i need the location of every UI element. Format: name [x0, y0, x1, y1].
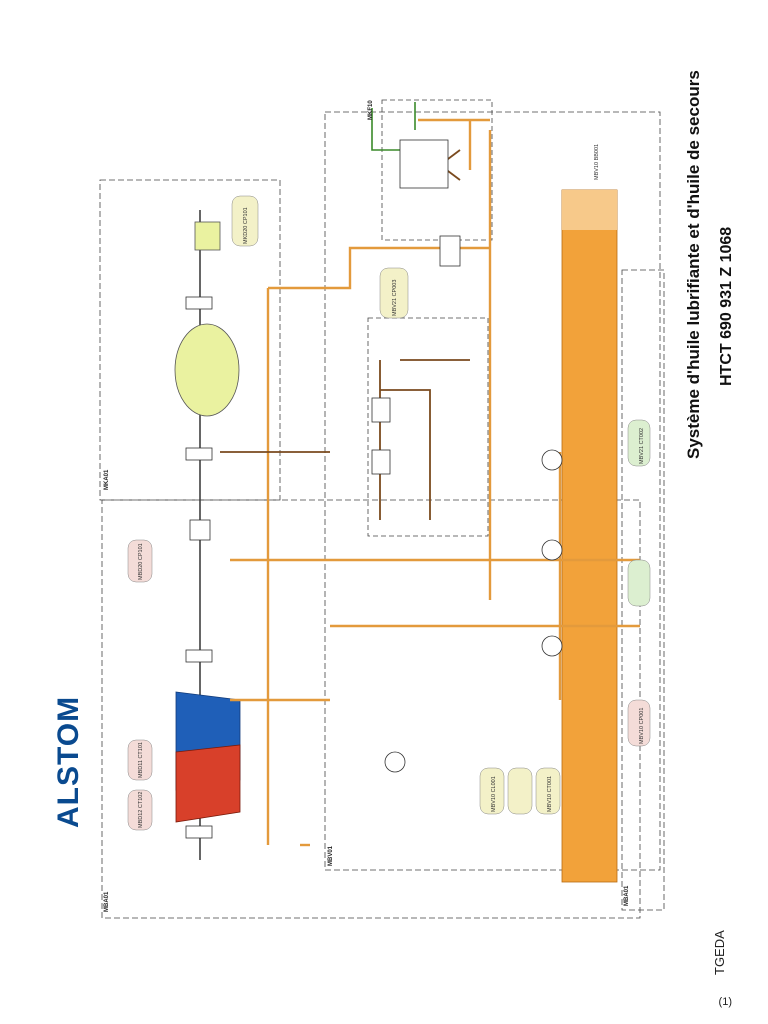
pump-1	[541, 449, 563, 471]
tag-text-mbv10-cp: MBV10 CP001	[639, 708, 645, 744]
pumps	[384, 449, 563, 773]
motor-pump-aux	[384, 751, 406, 773]
tag-pp-mbv21	[379, 267, 409, 319]
cooler-block-outline	[381, 99, 493, 241]
filter-2	[371, 449, 391, 475]
tag-pp-mbd20	[127, 539, 153, 583]
tag-text-mbv10-cl: MBV10 CL001	[491, 776, 497, 812]
tag-la-mbv10	[479, 767, 505, 815]
lube-oil-supply-lines	[230, 118, 640, 847]
bearing-compressor	[185, 649, 213, 663]
oil-tank	[561, 189, 618, 883]
tag-ps-b	[627, 559, 651, 607]
generator-rotor	[174, 323, 240, 417]
block-title-gas-turbine: MBA01	[104, 891, 110, 912]
block-title-auxiliaries: MBV01	[328, 845, 334, 866]
bearing-gen-de	[185, 447, 213, 461]
pump-2	[541, 539, 563, 561]
oil-cooler	[399, 139, 449, 189]
return-filter-a	[380, 389, 431, 520]
filter-1	[371, 397, 391, 423]
tag-text-pp-mkd20: MKD20 CP101	[243, 207, 249, 244]
instrument-tags	[127, 195, 651, 831]
tag-text-mbv21-ct: MBV21 CT002	[639, 428, 645, 464]
tag-tsa-mbv10	[507, 767, 533, 815]
tag-text-pp-mbd20: MBD20 CP101	[138, 543, 144, 580]
block-title-control-valve: MBA01	[624, 885, 630, 906]
control-valve-block-outline	[621, 269, 665, 911]
tag-text-mbv10-ct: MBV10 CT001	[547, 776, 553, 812]
coupling	[189, 519, 211, 541]
bearing-gen-nde	[185, 296, 213, 310]
tag-tsz-mbd12	[127, 789, 153, 831]
header-to-cooler	[268, 246, 490, 290]
three-way-valve	[439, 235, 461, 267]
exciter	[194, 221, 221, 251]
pump-3	[541, 635, 563, 657]
tank-tag: MBV10 BB001	[594, 144, 600, 180]
tag-pp-mkd20	[231, 195, 259, 247]
tag-text-pp-mbv21: MBV21 CP003	[392, 280, 398, 316]
tag-text-mkf10: MKF10	[368, 100, 374, 120]
oil-tank-top	[562, 190, 617, 230]
tag-text-tsz-mbd12: MBD12 CT102	[138, 792, 144, 828]
filter-block-outline	[367, 317, 489, 537]
generator-block-outline	[99, 179, 281, 501]
turbine	[175, 744, 241, 823]
tag-psla	[627, 699, 651, 747]
page-number: (1)	[718, 996, 732, 1008]
bearing-turbine	[185, 825, 213, 839]
auxiliaries-block-outline	[324, 111, 661, 871]
tag-ts-mbv10	[535, 767, 561, 815]
block-title-generator: MKA01	[104, 469, 110, 490]
tag-ps-a	[627, 419, 651, 467]
tag-text-tsz-mbd11: MBD11 CT101	[138, 742, 144, 778]
tag-tsz-mbd11	[127, 739, 153, 781]
